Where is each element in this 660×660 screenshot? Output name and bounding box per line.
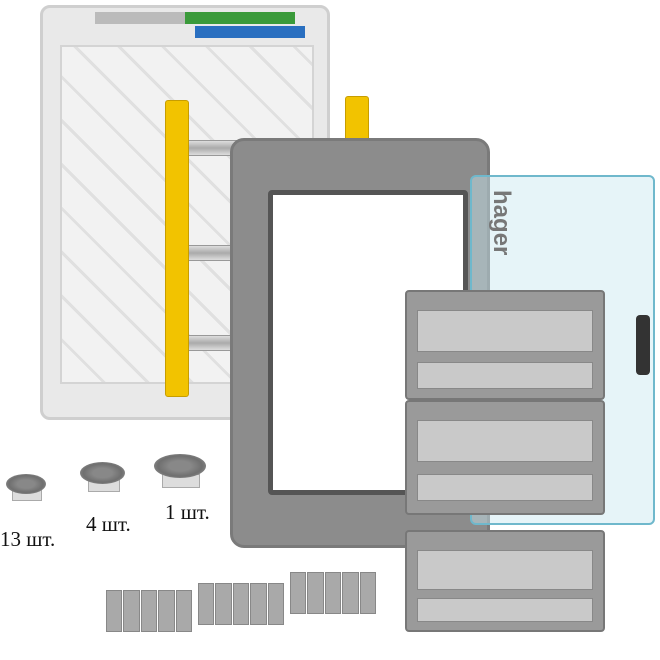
din-holder-left — [165, 100, 189, 397]
terminal-bar-grey — [95, 12, 185, 24]
cable-gland-small — [6, 474, 46, 494]
terminal-bar-green — [185, 12, 295, 24]
brand-logo: hager — [488, 190, 515, 256]
blanking-cover — [405, 400, 605, 515]
blanking-strip — [198, 583, 285, 625]
gland-count-small: 13 шт. — [0, 527, 56, 551]
blanking-strip — [106, 590, 193, 632]
blanking-cover — [405, 290, 605, 400]
gland-count-large: 1 шт. — [165, 500, 210, 524]
door-handle — [636, 315, 650, 375]
blanking-cover — [405, 530, 605, 632]
blanking-strip — [290, 572, 377, 614]
cable-gland-medium — [80, 462, 125, 484]
gland-count-medium: 4 шт. — [86, 512, 131, 536]
cable-gland-large — [154, 454, 206, 478]
terminal-bar-blue — [195, 26, 305, 38]
